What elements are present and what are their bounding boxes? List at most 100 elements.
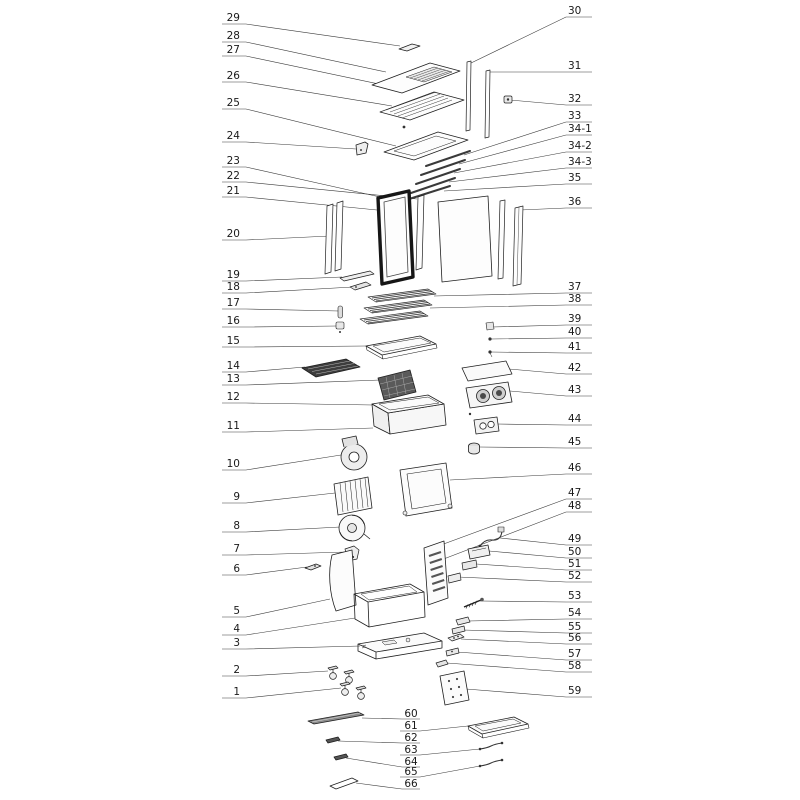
part-13-evaporator <box>377 369 417 401</box>
part-41-screw <box>488 350 493 358</box>
callout-63: 63 <box>404 744 417 756</box>
callout-55: 55 <box>568 621 581 633</box>
callout-31: 31 <box>568 60 581 72</box>
part-33-rod <box>425 150 471 167</box>
part-34-3-rod <box>410 177 456 194</box>
callout-51: 51 <box>568 558 581 570</box>
callout-46: 46 <box>568 462 582 474</box>
part-6-clip <box>304 563 322 571</box>
callout-1: 1 <box>233 686 240 698</box>
callout-34-3: 34-3 <box>568 156 592 168</box>
callout-40: 40 <box>568 326 581 338</box>
callout-30: 30 <box>568 5 581 17</box>
callout-18: 18 <box>227 281 240 293</box>
part-10-blower <box>340 435 368 471</box>
part-39-clip <box>485 321 495 331</box>
callout-27: 27 <box>227 44 240 56</box>
callout-54: 54 <box>568 607 582 619</box>
part-25-frame <box>383 131 469 161</box>
part-48-louver-panel <box>423 540 449 606</box>
callout-10: 10 <box>227 458 240 470</box>
part-29-clip <box>398 43 421 52</box>
callout-16: 16 <box>227 315 241 327</box>
callout-62: 62 <box>404 732 417 744</box>
part-61-tray <box>467 716 530 739</box>
part-52-plate <box>447 572 462 584</box>
part-22-strip <box>415 194 425 271</box>
callout-25: 25 <box>227 97 240 109</box>
part-3-base <box>357 632 443 660</box>
part-42-plate <box>461 360 513 382</box>
callout-12: 12 <box>227 391 240 403</box>
callout-24: 24 <box>227 130 241 142</box>
callout-53: 53 <box>568 590 581 602</box>
part-55-bracket <box>451 625 466 635</box>
part-40-screw <box>488 337 492 341</box>
callout-57: 57 <box>568 648 581 660</box>
part-65-cable <box>478 758 504 768</box>
part-34-2-rod <box>415 168 461 185</box>
callout-44: 44 <box>568 413 582 425</box>
callout-4: 4 <box>233 623 240 635</box>
part-32-clip <box>503 95 513 104</box>
callout-26: 26 <box>227 70 241 82</box>
part-12-tub <box>371 394 447 435</box>
callout-50: 50 <box>568 546 581 558</box>
callout-59: 59 <box>568 685 581 697</box>
part-28-top-cover <box>371 62 461 94</box>
callout-5: 5 <box>233 605 240 617</box>
part-21-door-frame <box>376 189 415 286</box>
part-18-bracket <box>349 281 372 291</box>
callout-17: 17 <box>227 297 240 309</box>
part-31-strip <box>484 69 491 139</box>
callout-61: 61 <box>404 720 417 732</box>
callout-2: 2 <box>233 664 240 676</box>
callout-36: 36 <box>568 196 582 208</box>
part-19-strip <box>339 270 375 282</box>
part-51-plate <box>461 559 478 571</box>
callout-34-1: 34-1 <box>568 123 592 135</box>
callout-33: 33 <box>568 110 581 122</box>
callout-48: 48 <box>568 500 581 512</box>
callout-22: 22 <box>227 170 240 182</box>
parts <box>301 43 530 790</box>
callout-42: 42 <box>568 362 581 374</box>
part-14-grille <box>301 358 361 378</box>
callout-41: 41 <box>568 341 581 353</box>
part-59-plate <box>439 670 470 706</box>
part-64-bar <box>333 753 349 761</box>
callout-14: 14 <box>227 360 241 372</box>
callout-7: 7 <box>233 543 240 555</box>
part-1-casters <box>339 681 367 700</box>
part-35-rod <box>405 185 451 201</box>
part-58-bracket <box>435 659 449 668</box>
part-43-fan-plate <box>465 381 513 409</box>
part-60-bar <box>307 711 365 725</box>
part-9-condenser <box>333 476 373 516</box>
callout-52: 52 <box>568 570 581 582</box>
callout-29: 29 <box>227 12 240 24</box>
callout-8: 8 <box>233 520 240 532</box>
part-46-frame <box>399 462 453 517</box>
part-54-bracket <box>455 616 471 626</box>
part-20-strips <box>324 200 344 275</box>
callout-37: 37 <box>568 281 581 293</box>
callout-43: 43 <box>568 384 581 396</box>
callout-65: 65 <box>404 766 417 778</box>
callout-38: 38 <box>568 293 581 305</box>
callout-3: 3 <box>233 637 240 649</box>
callout-23: 23 <box>227 155 240 167</box>
callout-13: 13 <box>227 373 240 385</box>
part-16-clip <box>335 321 345 333</box>
callout-66: 66 <box>404 778 418 790</box>
callout-6: 6 <box>233 563 240 575</box>
callout-11: 11 <box>227 420 240 432</box>
part-5-side-panel <box>329 549 357 612</box>
part-38-shelf <box>363 299 433 314</box>
callout-19: 19 <box>227 269 240 281</box>
part-36-strip <box>512 205 524 287</box>
leader-lines <box>222 16 592 790</box>
part-62-bar <box>325 736 341 744</box>
